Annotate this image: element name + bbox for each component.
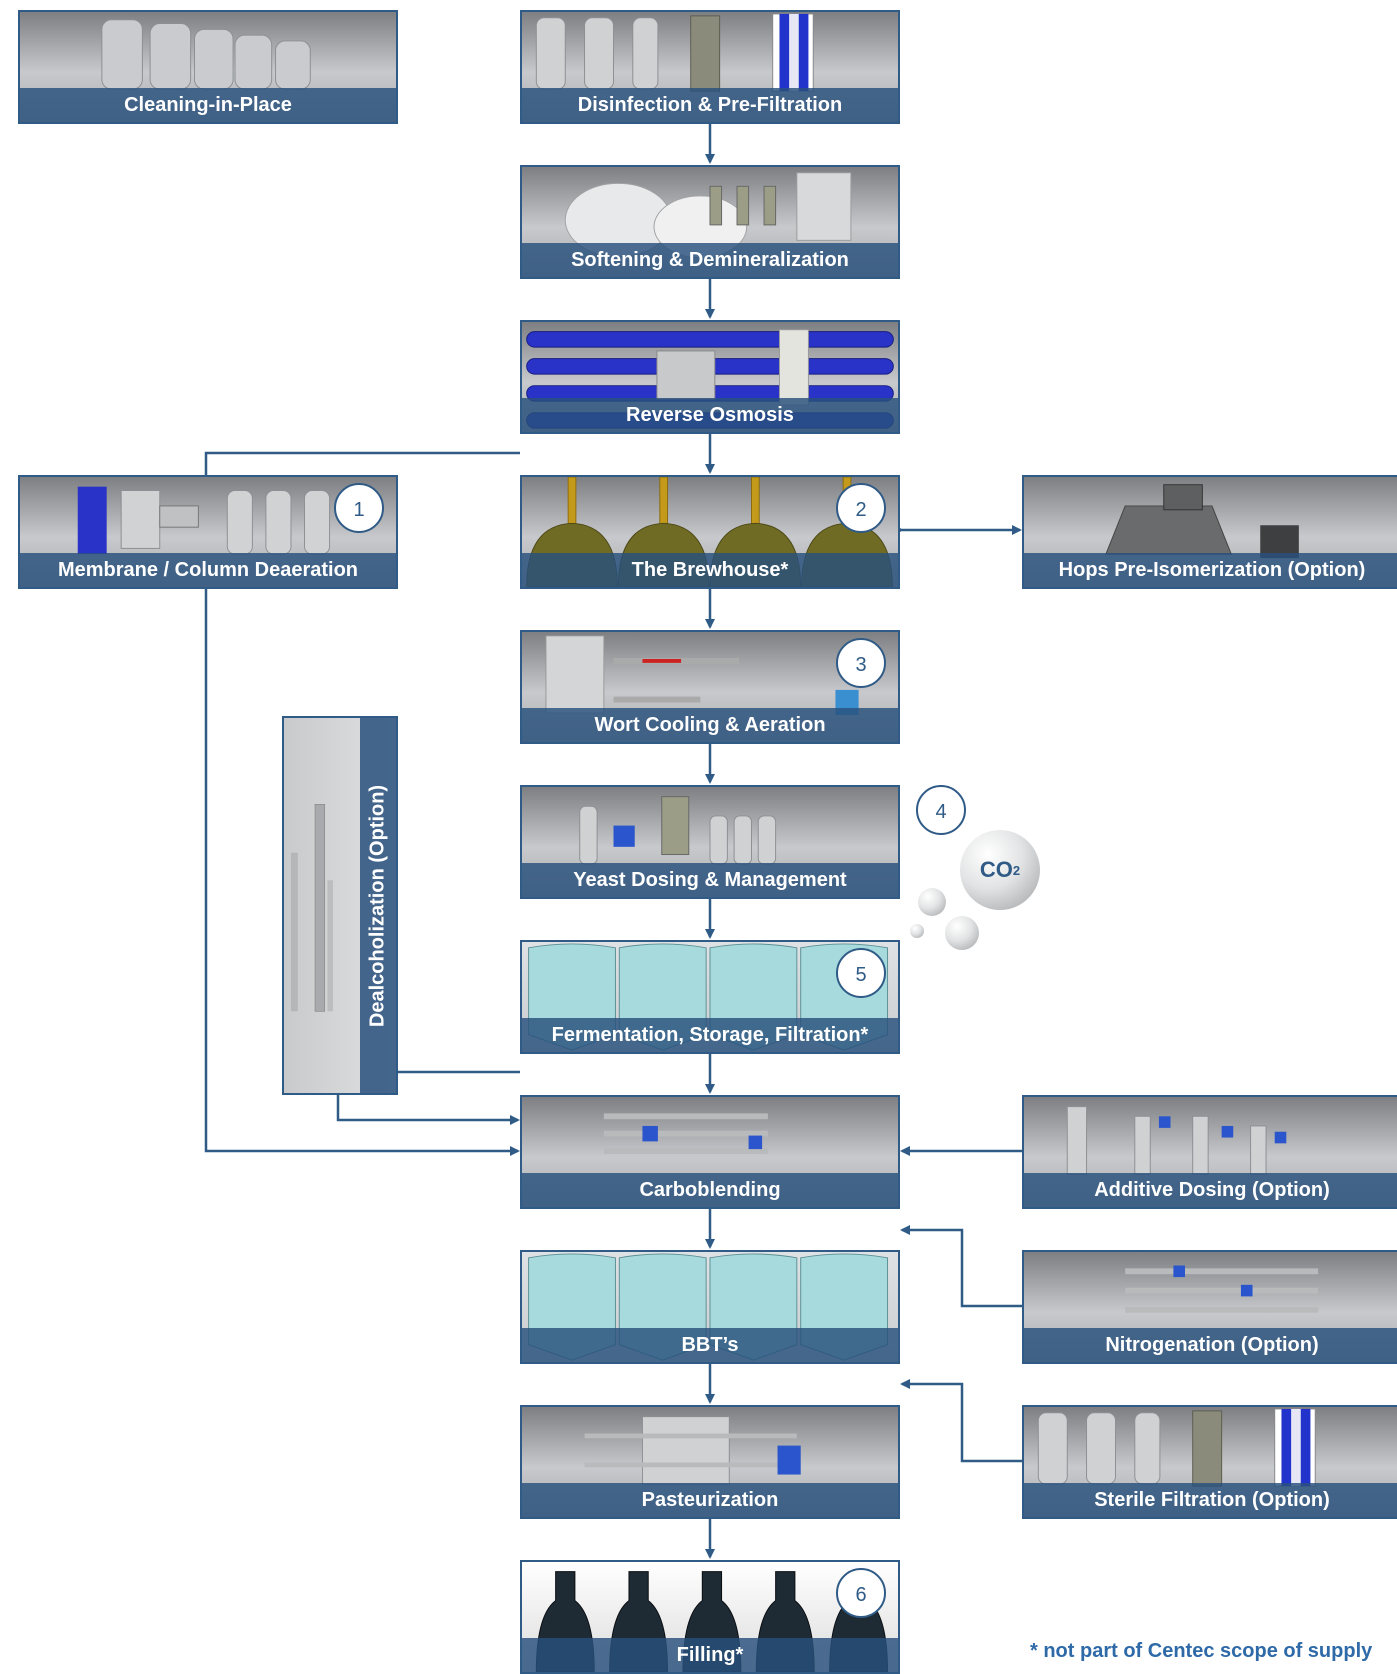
- stage-label: Additive Dosing (Option): [1024, 1173, 1397, 1207]
- yeast-dosing-equipment-image: [579, 796, 777, 865]
- stage-sterile-filtration: Sterile Filtration (Option): [1022, 1405, 1397, 1519]
- stage-cleaning-in-place: Cleaning-in-Place: [18, 10, 398, 124]
- co2-small-bubble: [945, 916, 979, 950]
- pasteurization-equipment-image: [584, 1416, 801, 1485]
- footnote: * not part of Centec scope of supply: [1030, 1640, 1373, 1662]
- step-number-3: 3: [836, 638, 886, 688]
- stage-label: Hops Pre-Isomerization (Option): [1024, 553, 1397, 587]
- stage-hops: Hops Pre-Isomerization (Option): [1022, 475, 1397, 589]
- step-number-6: 6: [836, 1568, 886, 1618]
- stage-label: Membrane / Column Deaeration: [20, 553, 396, 587]
- co2-small-bubble: [918, 888, 946, 916]
- stage-brewhouse: 2 The Brewhouse*: [520, 475, 900, 589]
- stage-wort-cooling: 3 Wort Cooling & Aeration: [520, 630, 900, 744]
- stage-label: Softening & Demineralization: [522, 243, 898, 277]
- stage-filling: 6 Filling*: [520, 1560, 900, 1674]
- stage-label: Reverse Osmosis: [522, 398, 898, 432]
- stage-carboblending: Carboblending: [520, 1095, 900, 1209]
- stage-bbt: BBT’s: [520, 1250, 900, 1364]
- stage-yeast-dosing: Yeast Dosing & Management: [520, 785, 900, 899]
- stage-label: BBT’s: [522, 1328, 898, 1362]
- arrow-deaeration-carbo: [204, 588, 520, 1156]
- stage-label: Yeast Dosing & Management: [522, 863, 898, 897]
- stage-label: Nitrogenation (Option): [1024, 1328, 1397, 1362]
- step-number-1: 1: [334, 483, 384, 533]
- stage-softening: Softening & Demineralization: [520, 165, 900, 279]
- hops-vessel-image: [1105, 484, 1299, 559]
- arrow-dealc-carbo: [336, 1094, 520, 1125]
- dealcoholization-label-bar: Dealcoholization (Option): [360, 718, 396, 1093]
- co2-small-bubble: [910, 924, 924, 938]
- additive-dosing-equipment-image: [1066, 1106, 1287, 1175]
- arrow-sterile: [900, 1379, 1022, 1463]
- softening-tanks-image: [564, 172, 852, 259]
- stage-dealcoholization: Dealcoholization (Option): [282, 716, 398, 1095]
- cip-tanks-image: [101, 19, 311, 90]
- stage-label: Disinfection & Pre-Filtration: [522, 88, 898, 122]
- stage-deaeration: 1 Membrane / Column Deaeration: [18, 475, 398, 589]
- nitrogenation-equipment-image: [1125, 1265, 1319, 1313]
- stage-nitrogenation: Nitrogenation (Option): [1022, 1250, 1397, 1364]
- stage-reverse-osmosis: Reverse Osmosis: [520, 320, 900, 434]
- stage-label: Dealcoholization (Option): [366, 784, 389, 1027]
- carboblending-equipment-image: [603, 1113, 768, 1154]
- stage-label: Sterile Filtration (Option): [1024, 1483, 1397, 1517]
- stage-pasteurization: Pasteurization: [520, 1405, 900, 1519]
- stage-label: Filling*: [522, 1638, 898, 1672]
- step-number-5: 5: [836, 948, 886, 998]
- stage-label: Pasteurization: [522, 1483, 898, 1517]
- line-ro-deaeration: [204, 451, 520, 475]
- stage-additive-dosing: Additive Dosing (Option): [1022, 1095, 1397, 1209]
- stage-label: Cleaning-in-Place: [20, 88, 396, 122]
- stage-disinfection: Disinfection & Pre-Filtration: [520, 10, 900, 124]
- step-number-4: 4: [916, 785, 966, 835]
- stage-label: Carboblending: [522, 1173, 898, 1207]
- dealcoholization-column-image: [290, 804, 333, 1012]
- stage-label: Wort Cooling & Aeration: [522, 708, 898, 742]
- arrow-nitrogenation: [900, 1225, 1022, 1308]
- wort-cooling-equipment-image: [545, 635, 859, 715]
- stage-label: The Brewhouse*: [522, 553, 898, 587]
- stage-label: Fermentation, Storage, Filtration*: [522, 1018, 898, 1052]
- stage-fermentation: 5 Fermentation, Storage, Filtration*: [520, 940, 900, 1054]
- step-number-2: 2: [836, 483, 886, 533]
